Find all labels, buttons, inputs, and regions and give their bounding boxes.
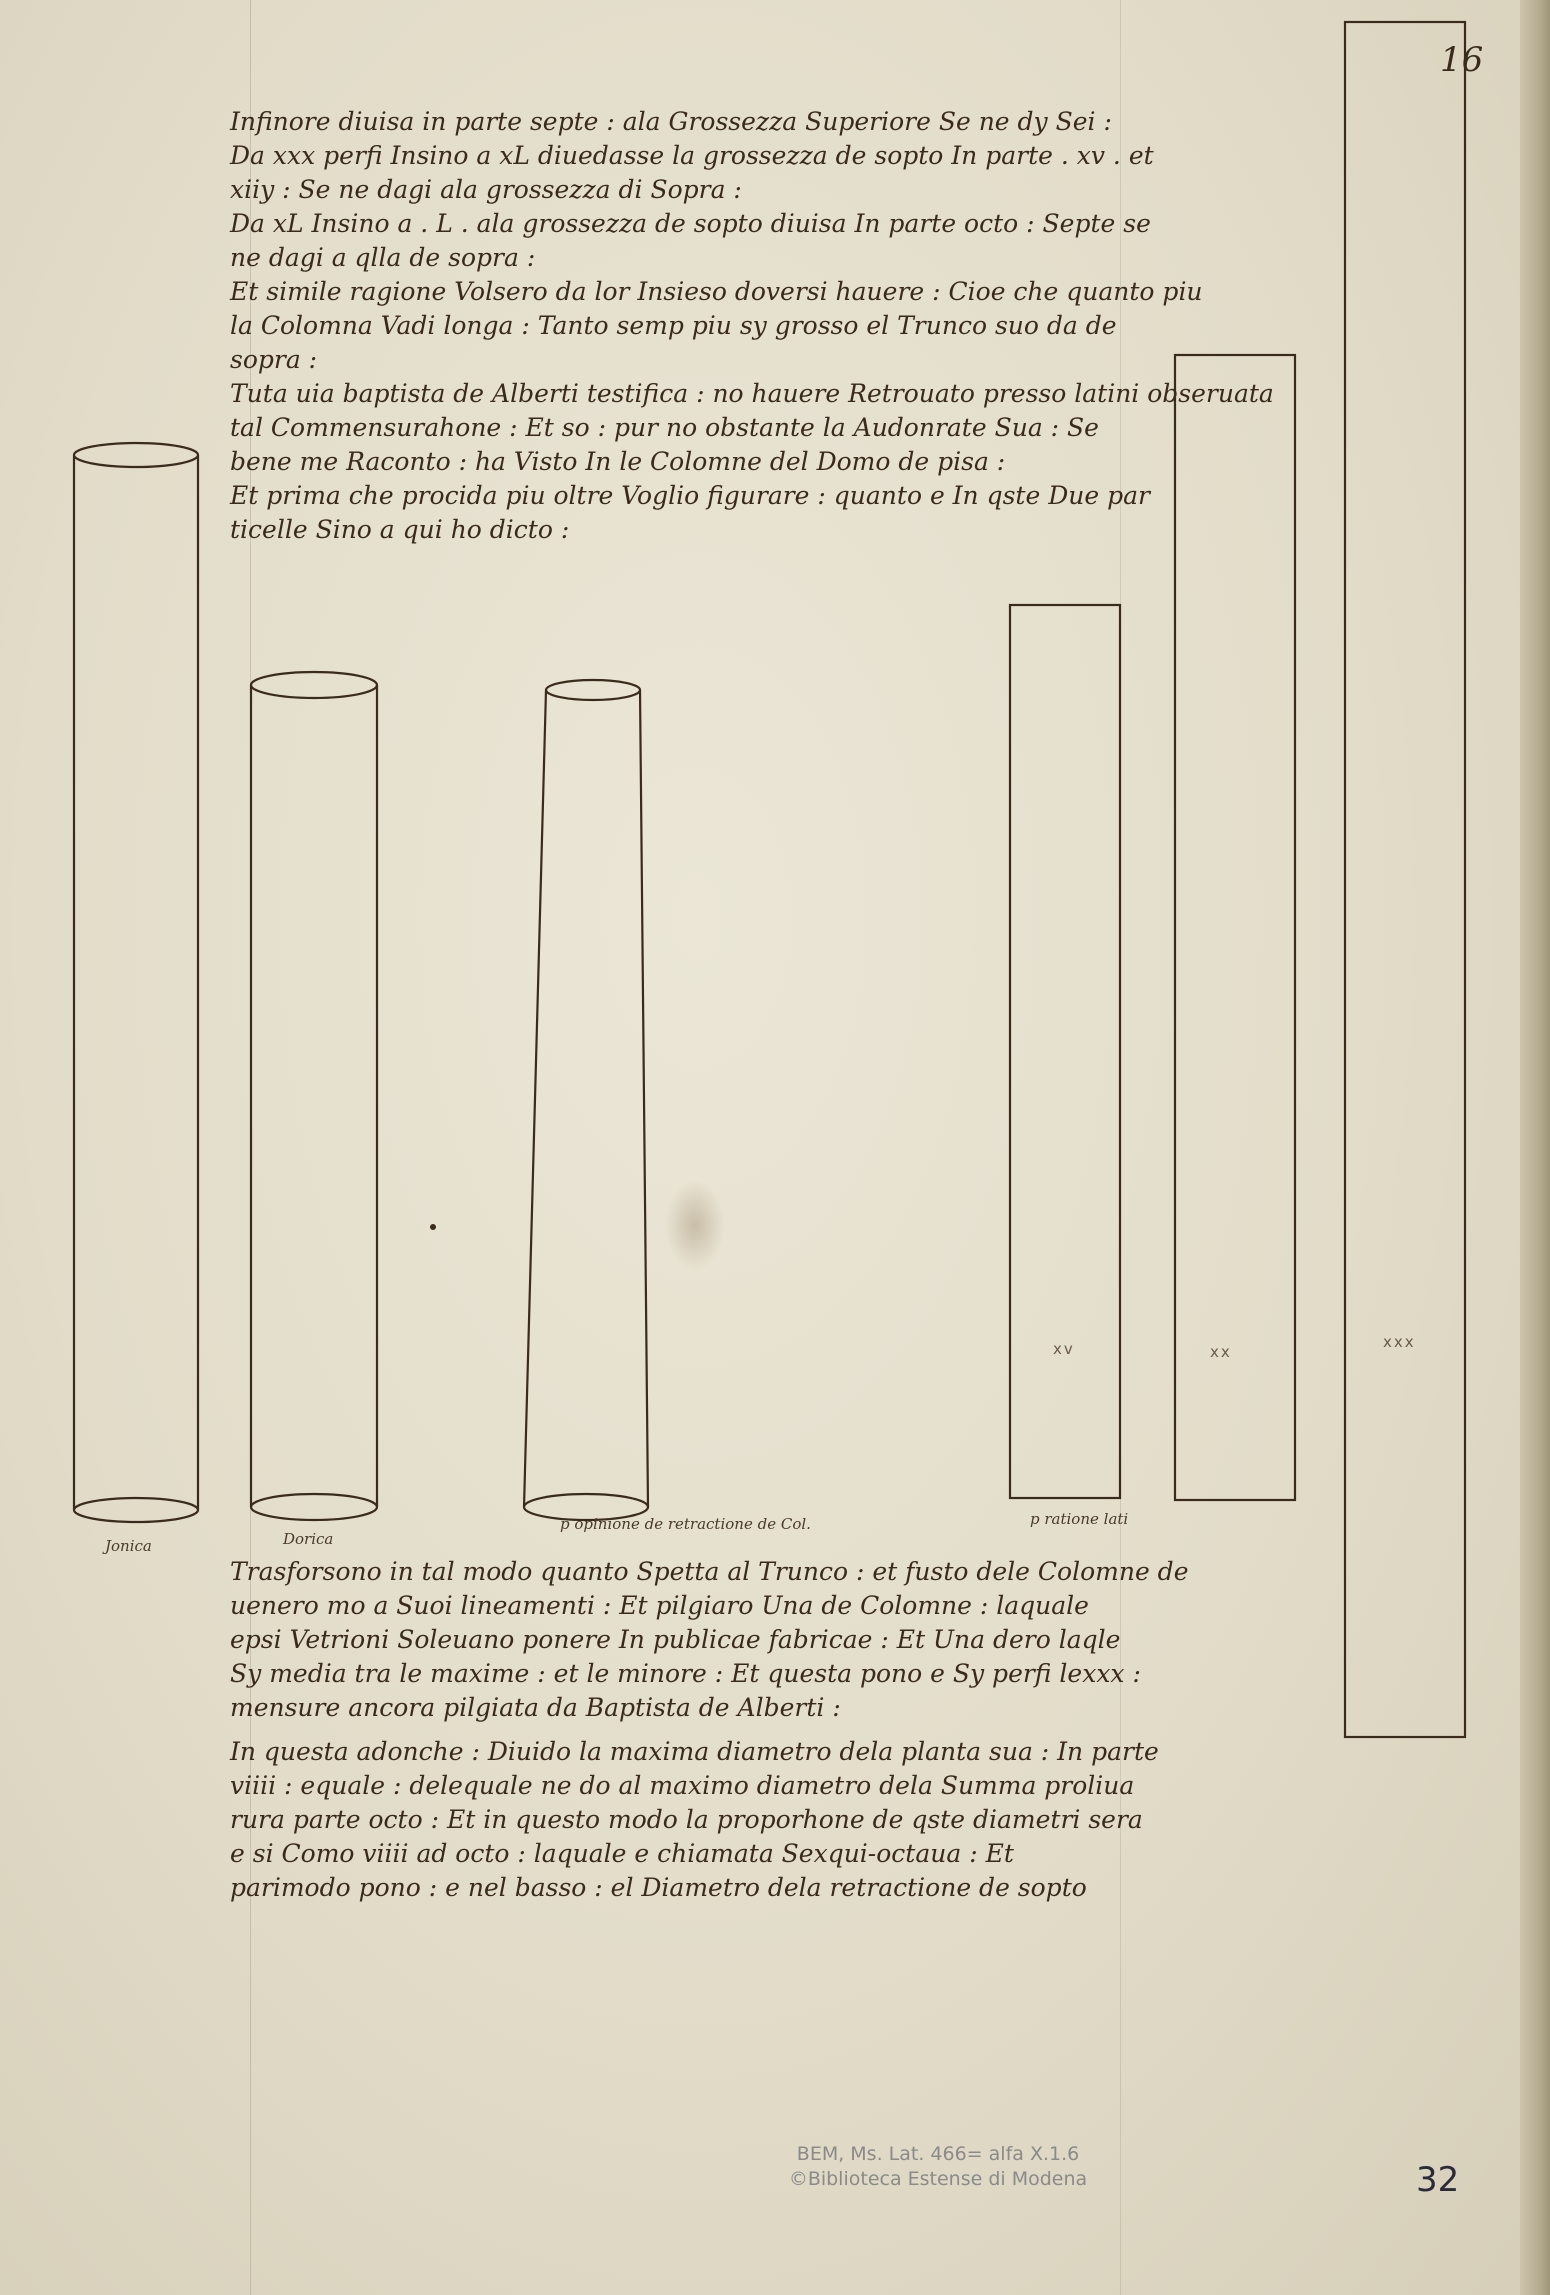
label-dorica: Dorica <box>283 1530 334 1548</box>
text-line: tal Commensurahone : Et so : pur no obst… <box>230 413 1099 442</box>
text-line: rura parte octo : Et in questo modo la p… <box>230 1805 1143 1834</box>
mark-xx: xx <box>1210 1343 1232 1361</box>
text-line: Da xL Insino a . L . ala grossezza de so… <box>230 209 1151 238</box>
column-retraction-drawing <box>522 678 650 1522</box>
text-line: Trasforsono in tal modo quanto Spetta al… <box>230 1557 1189 1586</box>
book-binding-edge <box>1520 0 1550 2295</box>
library-credit: BEM, Ms. Lat. 466= alfa X.1.6 ©Bibliotec… <box>768 2142 1108 2192</box>
handwritten-text-lower: Trasforsono in tal modo quanto Spetta al… <box>230 1555 1188 1905</box>
handwritten-text-upper: Infinore diuisa in parte septe : ala Gro… <box>230 105 1274 547</box>
column-xxx-drawing <box>1343 20 1467 1739</box>
text-line: In questa adonche : Diuido la maxima dia… <box>230 1737 1159 1766</box>
text-line: sopra : <box>230 345 318 374</box>
text-line: Et simile ragione Volsero da lor Insieso… <box>230 277 1203 306</box>
text-line: Da xxx perfi Insino a xL diuedasse la gr… <box>230 141 1154 170</box>
text-line: bene me Raconto : ha Visto In le Colomne… <box>230 447 1006 476</box>
label-ratione: p ratione lati <box>1030 1510 1129 1528</box>
label-retraction: p opinione de retractione de Col. <box>560 1515 811 1533</box>
mark-xv: xv <box>1053 1340 1075 1358</box>
text-line: Tuta uia baptista de Alberti testifica :… <box>230 379 1274 408</box>
text-line: ticelle Sino a qui ho dicto : <box>230 515 570 544</box>
text-line: epsi Vetrioni Soleuano ponere In publica… <box>230 1625 1121 1654</box>
column-xv-drawing <box>1008 603 1122 1500</box>
text-line: Infinore diuisa in parte septe : ala Gro… <box>230 107 1112 136</box>
page-number: 32 <box>1416 2160 1460 2200</box>
folio-number: 16 <box>1440 40 1484 80</box>
text-line: uenero mo a Suoi lineamenti : Et pilgiar… <box>230 1591 1089 1620</box>
text-line: mensure ancora pilgiata da Baptista de A… <box>230 1693 841 1722</box>
text-line: parimodo pono : e nel basso : el Diametr… <box>230 1873 1087 1902</box>
credit-shelfmark: BEM, Ms. Lat. 466= alfa X.1.6 <box>796 2143 1080 2165</box>
text-line: la Colomna Vadi longa : Tanto semp piu s… <box>230 311 1117 340</box>
column-xx-drawing <box>1173 353 1297 1502</box>
label-ionica: Jonica <box>105 1537 152 1555</box>
text-line: ne dagi a qlla de sopra : <box>230 243 536 272</box>
column-doric-drawing <box>249 670 379 1522</box>
mark-xxx: xxx <box>1383 1333 1416 1351</box>
text-line: e si Como viiii ad octo : laquale e chia… <box>230 1839 1014 1868</box>
text-line: xiiy : Se ne dagi ala grossezza di Sopra… <box>230 175 742 204</box>
text-line: Sy media tra le maxime : et le minore : … <box>230 1659 1141 1688</box>
text-line: viiii : equale : delequale ne do al maxi… <box>230 1771 1135 1800</box>
column-ionic-drawing <box>72 441 200 1524</box>
credit-library: ©Biblioteca Estense di Modena <box>788 2168 1088 2190</box>
ink-stain <box>665 1180 725 1270</box>
text-line: Et prima che procida piu oltre Voglio fi… <box>230 481 1150 510</box>
ink-dot <box>430 1224 436 1230</box>
